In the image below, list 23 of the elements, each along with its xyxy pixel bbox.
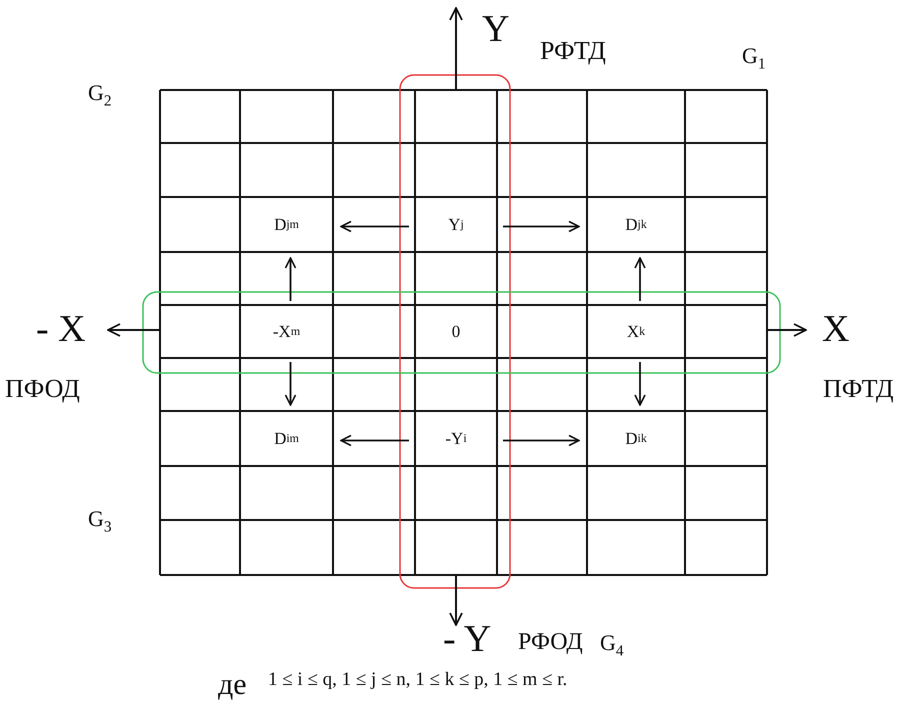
arrow <box>503 434 580 446</box>
formula-text: 1 ≤ i ≤ q, 1 ≤ j ≤ n, 1 ≤ k ≤ p, 1 ≤ m ≤ r. <box>268 670 568 689</box>
region-label: РФТД <box>540 38 606 64</box>
quadrant-label: G$_{4}$ <box>600 632 624 659</box>
arrow <box>634 257 646 301</box>
quadrant-label: G$_{2}$ <box>88 82 112 109</box>
region-label: ПФТД <box>823 376 894 402</box>
arrow <box>340 434 409 446</box>
region-label: РФОД <box>518 630 583 654</box>
note-text: де <box>218 670 247 700</box>
arrow <box>634 362 646 406</box>
region-label: ПФОД <box>5 376 80 402</box>
arrow <box>284 257 296 301</box>
quadrant-label: G$_{1}$ <box>742 45 766 72</box>
axis-label: - Y <box>443 620 492 658</box>
axis-label: X <box>822 310 850 348</box>
axis-label: - X <box>36 310 86 348</box>
axis-label: Y <box>482 10 510 48</box>
table-cell: 0 <box>417 307 495 356</box>
arrow <box>284 362 296 406</box>
arrow <box>340 220 409 232</box>
quadrant-label: G$_{3}$ <box>88 508 112 535</box>
arrow <box>503 220 580 232</box>
